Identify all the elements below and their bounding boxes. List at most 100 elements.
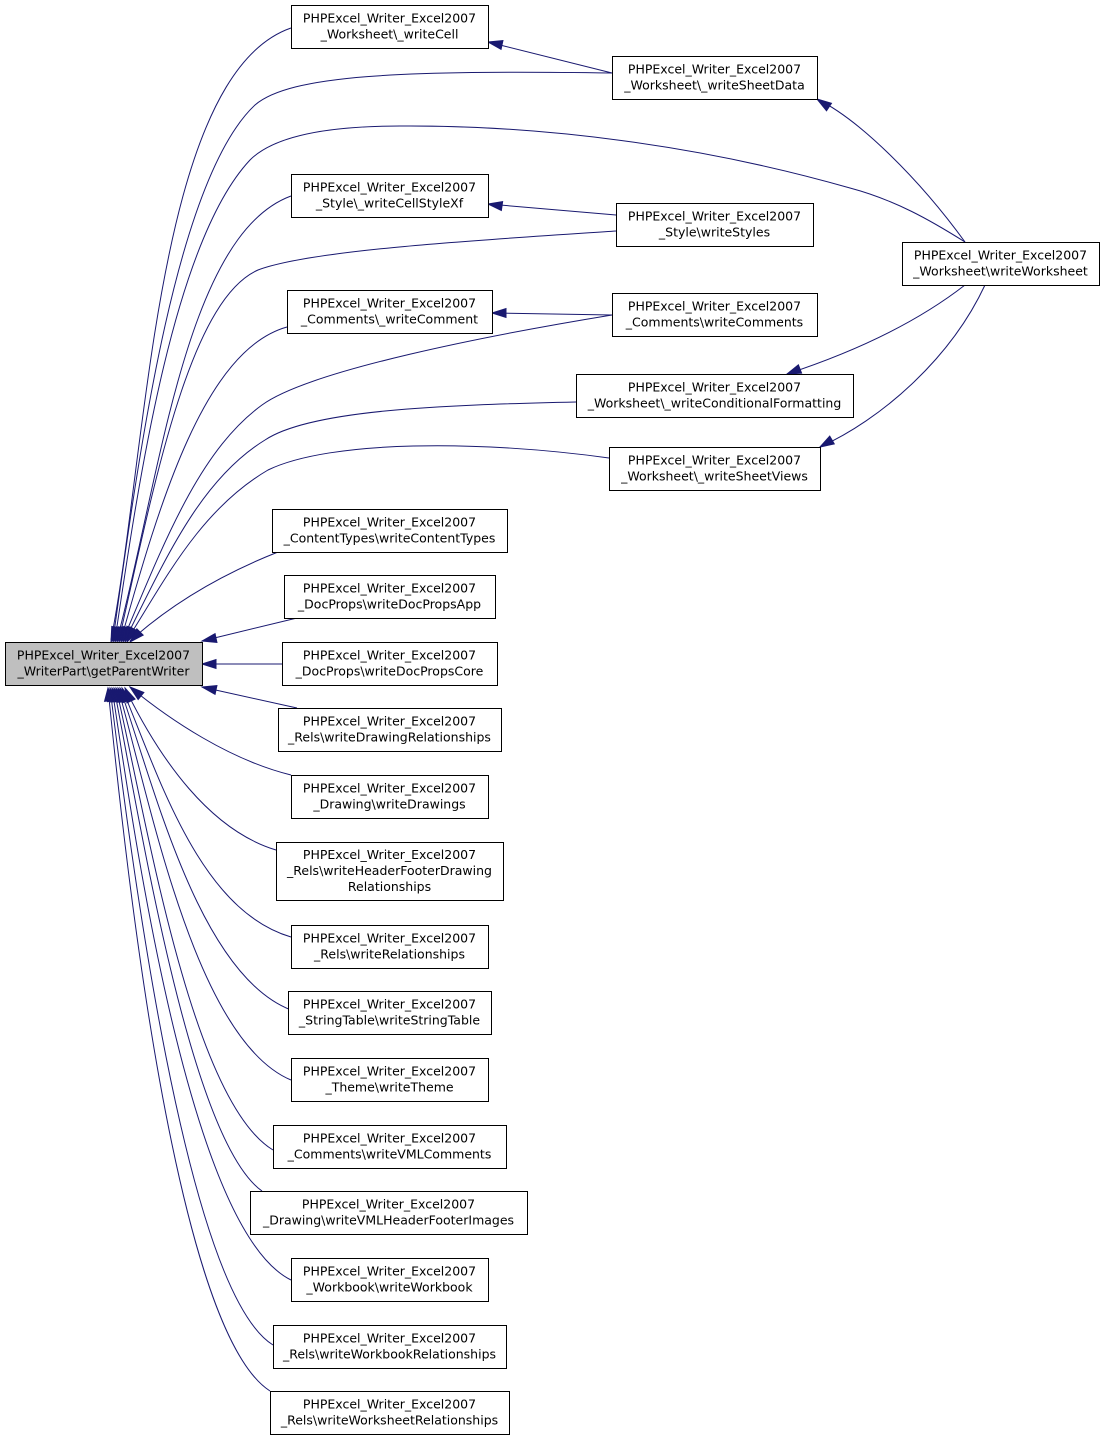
edge-line xyxy=(115,687,274,1151)
node-label-line: PHPExcel_Writer_Excel2007 xyxy=(628,380,801,395)
node-cm_writeVMLComments[interactable]: PHPExcel_Writer_Excel2007_Comments\write… xyxy=(273,1125,507,1169)
node-ws_writeConditionalFormatting[interactable]: PHPExcel_Writer_Excel2007_Worksheet\_wri… xyxy=(576,374,854,418)
node-label-line: _Worksheet\_writeSheetData xyxy=(623,78,805,93)
edge-stb_writeStringTable-to-root xyxy=(119,686,292,1011)
node-label-line: PHPExcel_Writer_Excel2007 xyxy=(303,180,476,195)
node-label-line: _Rels\writeDrawingRelationships xyxy=(287,730,491,745)
edge-line xyxy=(129,551,279,642)
edge-cm_writeVMLComments-to-root xyxy=(114,686,274,1151)
node-dp_writeDocPropsApp[interactable]: PHPExcel_Writer_Excel2007_DocProps\write… xyxy=(284,575,496,619)
node-ws_writeCell[interactable]: PHPExcel_Writer_Excel2007_Worksheet\_wri… xyxy=(291,5,489,49)
node-label-line: PHPExcel_Writer_Excel2007 xyxy=(17,648,190,663)
node-ws_writeWorksheet[interactable]: PHPExcel_Writer_Excel2007_Worksheet\writ… xyxy=(902,242,1100,286)
edge-line xyxy=(111,687,292,1281)
node-label-line: _Comments\writeComments xyxy=(625,315,803,330)
edge-line xyxy=(113,687,263,1192)
node-label-line: _Worksheet\_writeSheetViews xyxy=(620,469,808,484)
edge-line xyxy=(129,686,292,776)
node-label-line: PHPExcel_Writer_Excel2007 xyxy=(303,714,476,729)
node-stb_writeStringTable[interactable]: PHPExcel_Writer_Excel2007_StringTable\wr… xyxy=(288,991,492,1035)
node-rl_writeRelationships[interactable]: PHPExcel_Writer_Excel2007_Rels\writeRela… xyxy=(291,925,489,969)
node-dr_writeDrawings[interactable]: PHPExcel_Writer_Excel2007_Drawing\writeD… xyxy=(291,775,489,819)
node-label-line: _WriterPart\getParentWriter xyxy=(17,664,191,679)
node-label-line: PHPExcel_Writer_Excel2007 xyxy=(914,248,1087,263)
node-st_writeCellStyleXf[interactable]: PHPExcel_Writer_Excel2007_Style\_writeCe… xyxy=(291,174,489,218)
node-box xyxy=(612,293,818,337)
node-label-line: PHPExcel_Writer_Excel2007 xyxy=(303,1331,476,1346)
node-label-line: PHPExcel_Writer_Excel2007 xyxy=(303,1131,476,1146)
node-th_writeTheme[interactable]: PHPExcel_Writer_Excel2007_Theme\writeThe… xyxy=(291,1058,489,1102)
node-label-line: PHPExcel_Writer_Excel2007 xyxy=(303,11,476,26)
node-rl_writeWorkbookRelationships[interactable]: PHPExcel_Writer_Excel2007_Rels\writeWork… xyxy=(273,1325,507,1369)
edge-cm_writeComments-to-cm_writeComment xyxy=(490,307,613,319)
node-label-line: PHPExcel_Writer_Excel2007 xyxy=(303,296,476,311)
edge-arrowhead xyxy=(200,658,217,670)
node-dp_writeDocPropsCore[interactable]: PHPExcel_Writer_Excel2007_DocProps\write… xyxy=(282,642,498,686)
node-box xyxy=(616,203,814,247)
edge-arrowhead xyxy=(486,40,504,51)
node-label-line: PHPExcel_Writer_Excel2007 xyxy=(303,931,476,946)
node-label-line: PHPExcel_Writer_Excel2007 xyxy=(302,1197,475,1212)
node-box xyxy=(291,1058,489,1102)
node-box xyxy=(273,1325,507,1369)
node-label-line: _DocProps\writeDocPropsApp xyxy=(297,597,481,612)
node-ws_writeSheetData[interactable]: PHPExcel_Writer_Excel2007_Worksheet\_wri… xyxy=(612,56,818,100)
node-box xyxy=(273,1125,507,1169)
node-box xyxy=(291,174,489,218)
edge-line xyxy=(819,284,986,448)
node-label-line: PHPExcel_Writer_Excel2007 xyxy=(303,1064,476,1079)
edge-ws_writeWorksheet-to-ws_writeSheetViews xyxy=(818,284,986,448)
node-label-line: _Comments\writeVMLComments xyxy=(287,1147,492,1162)
node-label-line: PHPExcel_Writer_Excel2007 xyxy=(628,453,801,468)
node-box xyxy=(609,447,821,491)
edge-line xyxy=(117,687,292,1081)
edge-line xyxy=(491,312,613,316)
edge-line xyxy=(119,687,292,1011)
node-rl_writeDrawingRelationships[interactable]: PHPExcel_Writer_Excel2007_Rels\writeDraw… xyxy=(278,708,502,752)
node-label-line: PHPExcel_Writer_Excel2007 xyxy=(303,997,476,1012)
edge-line xyxy=(120,326,288,641)
node-label-line: _Comments\_writeComment xyxy=(300,312,478,327)
edge-arrowhead xyxy=(490,307,507,319)
nodes-layer: PHPExcel_Writer_Excel2007_WriterPart\get… xyxy=(5,5,1100,1435)
node-label-line: PHPExcel_Writer_Excel2007 xyxy=(303,648,476,663)
node-wb_writeWorkbook[interactable]: PHPExcel_Writer_Excel2007_Workbook\write… xyxy=(291,1258,489,1302)
edge-arrowhead xyxy=(200,632,218,643)
node-label-line: _Rels\writeWorksheetRelationships xyxy=(280,1413,498,1428)
node-root[interactable]: PHPExcel_Writer_Excel2007_WriterPart\get… xyxy=(5,642,203,686)
node-label-line: _Workbook\writeWorkbook xyxy=(305,1280,473,1295)
edge-rl_writeHeaderFooterDrawingRelationships-to-root xyxy=(124,686,277,851)
node-cm_writeComment[interactable]: PHPExcel_Writer_Excel2007_Comments\_writ… xyxy=(287,290,493,334)
node-box xyxy=(282,642,498,686)
edge-ws_writeSheetData-to-ws_writeCell xyxy=(486,40,613,74)
edge-arrowhead xyxy=(818,435,836,448)
edge-line xyxy=(201,617,298,642)
node-box xyxy=(902,242,1100,286)
node-box xyxy=(276,842,504,901)
node-label-line: PHPExcel_Writer_Excel2007 xyxy=(628,209,801,224)
edge-rl_writeWorksheetRelationships-to-root xyxy=(103,686,271,1392)
edge-arrowhead xyxy=(128,627,145,644)
node-ws_writeSheetViews[interactable]: PHPExcel_Writer_Excel2007_Worksheet\_wri… xyxy=(609,447,821,491)
edge-line xyxy=(786,284,966,375)
node-dr_writeVMLHeaderFooterImages[interactable]: PHPExcel_Writer_Excel2007_Drawing\writeV… xyxy=(250,1191,528,1235)
node-st_writeStyles[interactable]: PHPExcel_Writer_Excel2007_Style\writeSty… xyxy=(616,203,814,247)
edge-line xyxy=(124,687,277,851)
edge-cm_writeComment-to-root xyxy=(120,326,288,644)
node-label-line: _Theme\writeTheme xyxy=(324,1080,453,1095)
node-cm_writeComments[interactable]: PHPExcel_Writer_Excel2007_Comments\write… xyxy=(612,293,818,337)
node-label-line: PHPExcel_Writer_Excel2007 xyxy=(303,1264,476,1279)
edge-line xyxy=(124,401,577,641)
node-rl_writeHeaderFooterDrawingRelationships[interactable]: PHPExcel_Writer_Excel2007_Rels\writeHead… xyxy=(276,842,504,901)
node-label-line: PHPExcel_Writer_Excel2007 xyxy=(303,1397,476,1412)
node-label-line: PHPExcel_Writer_Excel2007 xyxy=(303,781,476,796)
edge-line xyxy=(112,71,613,641)
node-box xyxy=(284,575,496,619)
edge-ws_writeSheetData-to-root xyxy=(112,71,613,644)
node-box xyxy=(291,925,489,969)
node-ct_writeContentTypes[interactable]: PHPExcel_Writer_Excel2007_ContentTypes\w… xyxy=(272,509,508,553)
node-label-line: Relationships xyxy=(348,879,431,894)
node-rl_writeWorksheetRelationships[interactable]: PHPExcel_Writer_Excel2007_Rels\writeWork… xyxy=(270,1391,510,1435)
edge-ct_writeContentTypes-to-root xyxy=(128,551,279,644)
